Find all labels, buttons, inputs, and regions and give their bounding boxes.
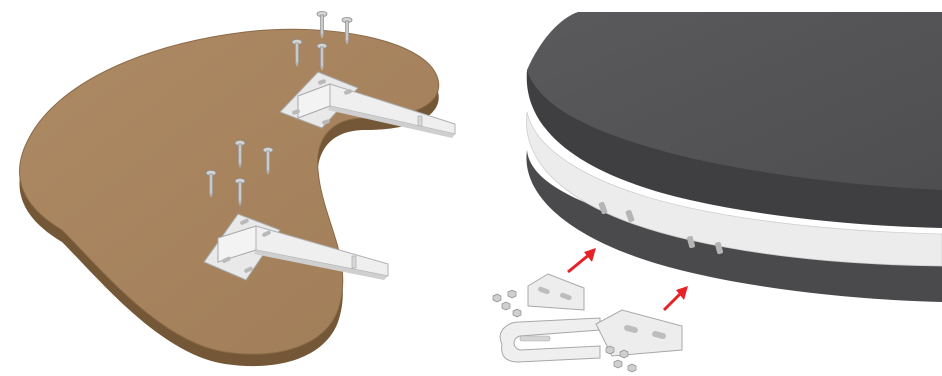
- wooden-armrest-panel: [19, 28, 440, 367]
- armrest-bracket-upper: [279, 71, 456, 138]
- arrow-icon: [567, 248, 688, 312]
- armrest-bracket-lower: [203, 213, 389, 281]
- chair-seat: [526, 12, 942, 302]
- loose-bracket: [499, 273, 683, 363]
